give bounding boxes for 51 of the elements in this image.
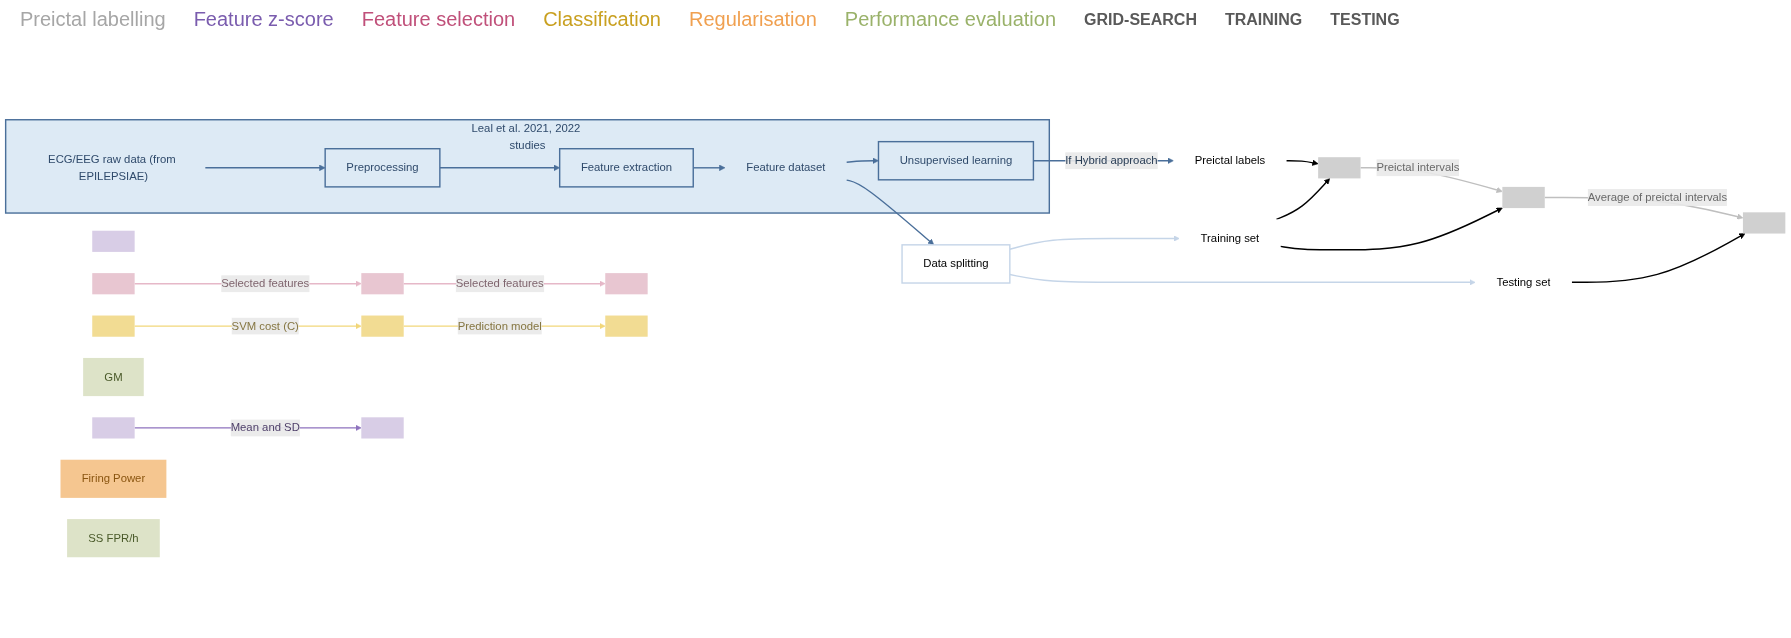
node-box xyxy=(361,417,404,439)
column-heading: Feature z-score xyxy=(193,8,334,31)
node-box xyxy=(605,273,648,295)
node-text: Preictal labels xyxy=(1194,154,1266,167)
node-box xyxy=(92,315,135,337)
column-heading: Preictal labelling xyxy=(20,8,166,31)
node-box xyxy=(92,230,135,252)
arrow xyxy=(1009,235,1180,250)
row-heading: TRAINING xyxy=(1224,10,1303,29)
arrow xyxy=(1009,273,1476,286)
arrow xyxy=(845,179,935,246)
node-box xyxy=(1502,186,1545,209)
edge-label: SVM cost (C) xyxy=(231,319,299,332)
node-box xyxy=(1742,212,1786,234)
column-heading: Feature selection xyxy=(361,8,516,31)
arrow xyxy=(1279,207,1503,251)
arrow xyxy=(204,164,326,171)
edge-label: Preictal intervals xyxy=(1376,161,1460,174)
arrow xyxy=(1275,178,1331,221)
edge-label: Mean and SD xyxy=(230,421,300,434)
node-box xyxy=(361,273,404,295)
node-text: Feature dataset xyxy=(746,161,826,174)
node-box: Firing Power xyxy=(60,459,167,498)
edge-label: Selected features xyxy=(455,277,544,290)
node-box: Unsupervised learning xyxy=(877,140,1035,181)
column-heading: Classification xyxy=(543,8,661,31)
node-box xyxy=(92,273,135,295)
node-box xyxy=(605,315,648,337)
arrow xyxy=(845,157,879,164)
arrow xyxy=(1571,233,1746,283)
column-heading: Performance evaluation xyxy=(844,8,1057,31)
edge-label: Selected features xyxy=(221,277,310,290)
node-text: Training set xyxy=(1200,232,1260,245)
node-box: GM xyxy=(83,357,144,397)
edge-label: If Hybrid approach xyxy=(1065,154,1158,167)
node-box: Feature extraction xyxy=(558,148,694,188)
arrow xyxy=(439,164,560,171)
node-text: Testing set xyxy=(1496,275,1551,288)
edge-label: Average of preictal intervals xyxy=(1587,191,1728,204)
row-heading: TESTING xyxy=(1330,10,1400,29)
node-box xyxy=(1318,157,1361,179)
node-text: ECG/EEG raw data (from EPILEPSIAE) xyxy=(48,152,176,182)
arrow xyxy=(1285,159,1319,166)
node-box: Preprocessing xyxy=(324,148,441,188)
edge-label: Prediction model xyxy=(457,319,542,332)
node-box xyxy=(361,315,404,337)
row-heading: GRID-SEARCH xyxy=(1084,10,1197,29)
node-box: SS FPR/h xyxy=(67,519,160,558)
node-box: Data splitting xyxy=(901,244,1011,284)
column-heading: Regularisation xyxy=(688,8,817,31)
node-box xyxy=(92,417,135,439)
